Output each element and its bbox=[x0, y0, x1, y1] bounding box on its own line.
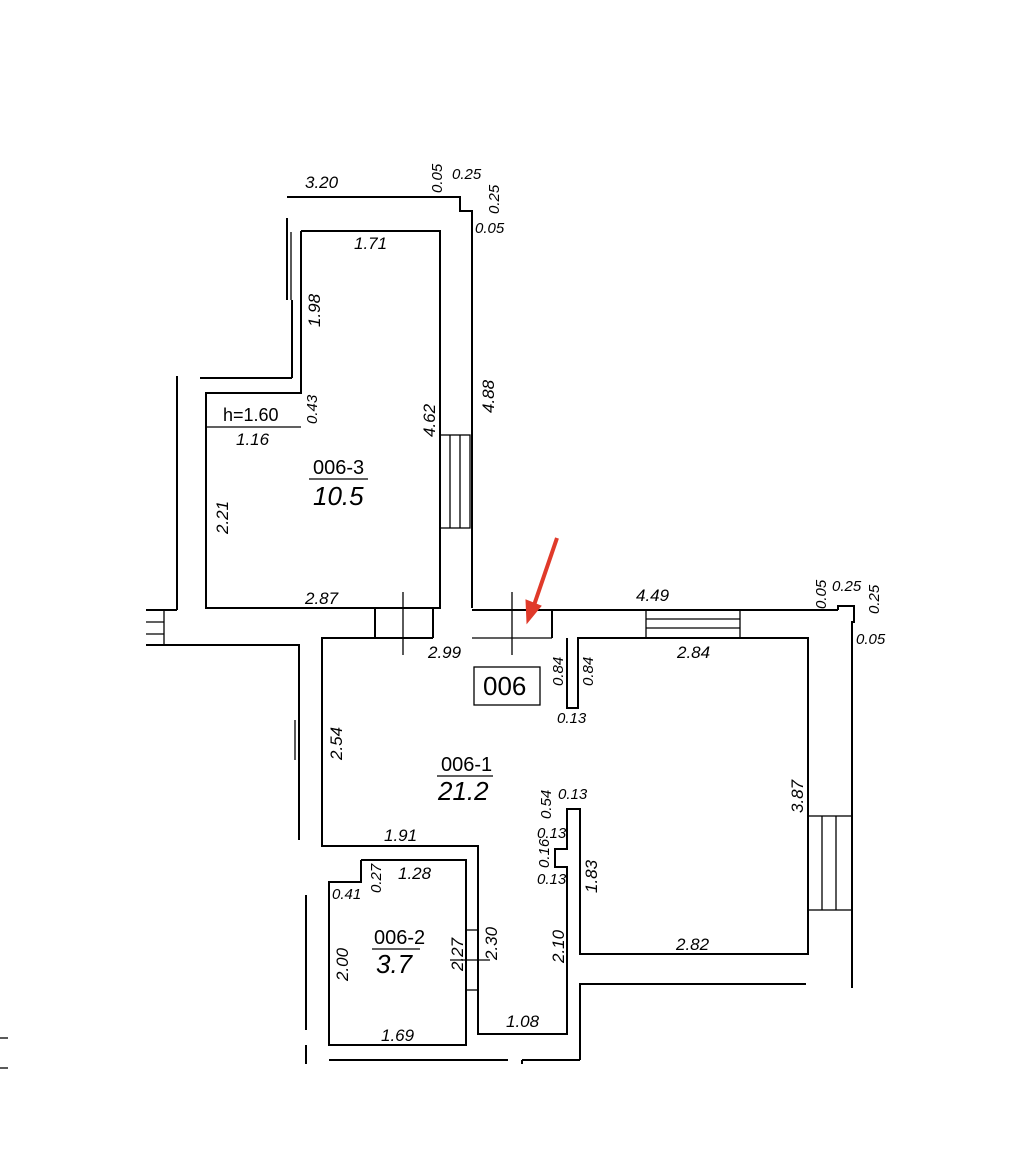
dim-r3-height: 4.62 bbox=[420, 403, 439, 437]
dim-right-notch-d: 0.05 bbox=[856, 631, 886, 648]
dim-r1-left: 2.54 bbox=[327, 727, 346, 761]
dim-top-right-wall: 4.49 bbox=[636, 586, 670, 605]
dim-r2-notch-h: 0.27 bbox=[368, 863, 385, 893]
dim-col-a: 0.54 bbox=[538, 790, 555, 819]
room-006-2-id: 006-2 bbox=[374, 927, 425, 949]
dim-col-d: 0.13 bbox=[537, 871, 567, 888]
dim-col-top: 0.13 bbox=[558, 786, 588, 803]
room-006-1-id: 006-1 bbox=[441, 754, 492, 776]
dim-col-c: 0.16 bbox=[536, 838, 553, 868]
right-notch bbox=[837, 605, 855, 988]
room-006-3-area: 10.5 bbox=[313, 481, 364, 511]
dim-r1-bottom: 1.08 bbox=[506, 1012, 540, 1031]
dim-r1-top-right: 2.84 bbox=[676, 643, 710, 662]
apartment-number: 006 bbox=[483, 671, 526, 701]
dim-r1-top-left: 2.99 bbox=[427, 643, 462, 662]
dim-r2-bottom: 1.69 bbox=[381, 1026, 415, 1045]
dim-r2-right: 2.27 bbox=[448, 937, 467, 972]
ceiling-note: h=1.60 bbox=[223, 405, 279, 425]
walls bbox=[0, 196, 855, 1069]
dim-partition-width: 0.13 bbox=[557, 710, 587, 727]
dim-right-notch-a: 0.05 bbox=[813, 579, 830, 609]
room-006-2-outline bbox=[328, 859, 467, 1046]
room-006-3-id: 006-3 bbox=[313, 457, 364, 479]
room-labels: 006-3 10.5 006-1 21.2 006-2 3.7 006 h=1.… bbox=[223, 405, 541, 979]
room-006-3-outline bbox=[205, 230, 441, 609]
room-006-1-area: 21.2 bbox=[437, 776, 489, 806]
arrow-shaft bbox=[530, 537, 559, 612]
dim-top-notch-a: 0.05 bbox=[429, 163, 446, 193]
dim-r2-notch-w: 0.41 bbox=[332, 886, 361, 903]
dim-r3-left-lower: 2.21 bbox=[213, 501, 232, 535]
dim-r3-step-width: 1.16 bbox=[236, 430, 270, 449]
dim-r3-step: 0.43 bbox=[304, 394, 321, 424]
corridor-wall bbox=[146, 644, 300, 840]
dim-top-notch-d: 0.05 bbox=[475, 220, 505, 237]
window-r3 bbox=[439, 434, 471, 529]
dim-inner-wall: 1.83 bbox=[582, 859, 601, 893]
dim-col-b: 0.13 bbox=[537, 825, 567, 842]
dim-r1-step: 2.30 bbox=[482, 926, 501, 961]
dim-top-notch-c: 0.25 bbox=[486, 184, 503, 214]
arrow-head bbox=[525, 599, 542, 625]
dim-r1-bottom-left: 1.91 bbox=[384, 826, 417, 845]
apartment-number-box bbox=[473, 666, 541, 706]
dim-r3-top: 1.71 bbox=[354, 234, 387, 253]
room-006-1-left bbox=[321, 637, 809, 1035]
dim-r2-top: 1.28 bbox=[398, 864, 432, 883]
dim-r1-bottom-right: 2.82 bbox=[675, 935, 710, 954]
lower-right-wall bbox=[579, 983, 806, 1060]
dim-r2-left: 2.00 bbox=[333, 947, 352, 982]
room-006-2-area: 3.7 bbox=[376, 949, 414, 979]
dim-right-notch-b: 0.25 bbox=[832, 578, 862, 595]
dim-partition-left: 0.84 bbox=[550, 657, 567, 686]
outer-wall-top bbox=[287, 196, 473, 608]
red-arrow-annotation bbox=[525, 537, 559, 625]
dim-partition-right: 0.84 bbox=[580, 657, 597, 686]
window-r1-right bbox=[807, 815, 853, 911]
dim-outer-right: 4.88 bbox=[479, 379, 498, 413]
dim-top-notch-b: 0.25 bbox=[452, 166, 482, 183]
dim-r1-lower: 2.10 bbox=[549, 929, 568, 964]
window-r1-top bbox=[645, 609, 741, 639]
dimension-labels: 3.20 0.05 0.25 0.25 0.05 1.71 1.98 0.43 … bbox=[213, 163, 886, 1045]
dim-r3-bottom: 2.87 bbox=[304, 589, 339, 608]
dim-r3-left-upper: 1.98 bbox=[305, 293, 324, 327]
dim-top-wall: 3.20 bbox=[305, 173, 339, 192]
dim-right-notch-c: 0.25 bbox=[866, 584, 883, 614]
dim-r1-right: 3.87 bbox=[788, 779, 807, 813]
